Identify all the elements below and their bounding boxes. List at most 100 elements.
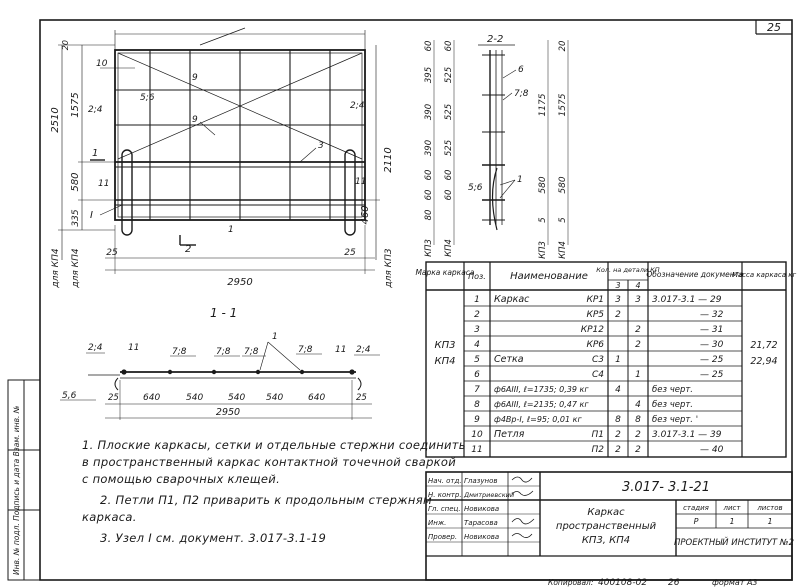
side-brand-0: КП3 bbox=[424, 239, 434, 257]
svg-text:КР12: КР12 bbox=[581, 325, 605, 335]
svg-text:4: 4 bbox=[635, 400, 641, 410]
stage-label: стадия bbox=[683, 504, 709, 512]
sec-dim-6: 25 bbox=[356, 393, 367, 403]
side-label-6: 6 bbox=[518, 65, 524, 75]
person-0: Глазунов bbox=[464, 477, 498, 485]
section-mark-1: 1 bbox=[92, 148, 98, 159]
side-dim-r5: 5 bbox=[558, 217, 568, 222]
front-label-11b: 11 bbox=[355, 177, 366, 187]
sec-label-7-8d: 7;8 bbox=[298, 345, 313, 355]
note-1: 1. Плоские каркасы, сетки и отдельные ст… bbox=[82, 438, 466, 452]
th-qty3: 3 bbox=[615, 281, 620, 290]
th-pos: Поз. bbox=[468, 272, 486, 281]
svg-text:С3: С3 bbox=[592, 355, 604, 365]
role-0: Нач. отд. bbox=[428, 477, 462, 485]
side-dim-m3: 525 bbox=[444, 140, 454, 156]
side-dim-r2: 580 bbox=[538, 176, 548, 193]
svg-text:ф4Вр-I, ℓ=95; 0,01 кг: ф4Вр-I, ℓ=95; 0,01 кг bbox=[494, 415, 582, 424]
role-3: Инж. bbox=[428, 519, 446, 527]
th-mass: Масса каркаса кг bbox=[732, 271, 797, 279]
side-view: 2-2 60 395 390 390 60 60 80 60 525 525 5… bbox=[424, 34, 569, 259]
sec-label-7-8b: 7;8 bbox=[216, 347, 231, 357]
front-label-3: 3 bbox=[318, 141, 324, 151]
table-row: 5 Сетка С3 1 — 25 bbox=[474, 354, 723, 365]
table-row: 3 КР12 2 — 31 bbox=[474, 325, 723, 335]
person-3: Тарасова bbox=[464, 519, 498, 527]
side-view-title: 2-2 bbox=[487, 34, 503, 45]
title-line-3: КП3, КП4 bbox=[582, 535, 630, 546]
side-brand-2: КП3 bbox=[538, 241, 548, 259]
note-1-end: с помощью сварочных клещей. bbox=[82, 472, 281, 486]
sheets-label: листов bbox=[756, 504, 782, 512]
title-line-2: пространственный bbox=[556, 521, 657, 532]
note-1-cont: в пространственный каркас контактной точ… bbox=[82, 455, 457, 469]
side-dim-m2: 525 bbox=[444, 104, 454, 120]
sec-dim-0: 25 bbox=[108, 393, 119, 403]
svg-text:Петля: Петля bbox=[494, 429, 525, 440]
side-dim-l0: 60 bbox=[424, 41, 434, 52]
table-row: 10 Петля П1 2 2 3.017-3.1 — 39 bbox=[471, 429, 722, 440]
dim-right-low: 460 bbox=[360, 205, 371, 224]
person-4: Новикова bbox=[464, 533, 499, 541]
svg-text:П1: П1 bbox=[592, 430, 605, 440]
table-row: 6 С4 1 — 25 bbox=[474, 370, 723, 380]
svg-text:8: 8 bbox=[615, 415, 621, 425]
svg-text:4: 4 bbox=[474, 340, 480, 350]
svg-text:2: 2 bbox=[615, 430, 621, 440]
sec-dim-3: 540 bbox=[228, 393, 245, 403]
signature-0 bbox=[511, 476, 533, 483]
front-label-10: 10 bbox=[96, 59, 108, 69]
sec-label-7-8c: 7;8 bbox=[244, 347, 259, 357]
front-label-node-I: I bbox=[90, 210, 93, 221]
sec-dim-4: 540 bbox=[266, 393, 283, 403]
side-dim-m0: 60 bbox=[444, 41, 454, 52]
front-label-9b: 9 bbox=[192, 115, 198, 125]
svg-text:ф6АIII, ℓ=2135; 0,47 кг: ф6АIII, ℓ=2135; 0,47 кг bbox=[494, 400, 589, 409]
svg-text:1: 1 bbox=[474, 295, 480, 305]
table-row: 4 КР6 2 — 30 bbox=[474, 340, 723, 350]
sec-label-11b: 11 bbox=[335, 345, 346, 355]
table-row: 1 Каркас КР1 3 3 3.017-3.1 — 29 bbox=[474, 294, 722, 305]
svg-text:2: 2 bbox=[635, 340, 641, 350]
sheet-label: лист bbox=[723, 504, 742, 512]
table-row: 8 ф6АIII, ℓ=2135; 0,47 кг 4 без черт. bbox=[474, 400, 693, 410]
role-2: Гл. спец. bbox=[428, 505, 461, 513]
svg-text:9: 9 bbox=[474, 415, 480, 425]
side-dim-r4: 5 bbox=[538, 217, 548, 222]
side-dim-l4: 60 bbox=[424, 170, 434, 181]
svg-text:3: 3 bbox=[635, 295, 641, 305]
side-label-7-8: 7;8 bbox=[514, 89, 529, 99]
sec-label-1: 1 bbox=[272, 332, 278, 342]
sec-dim-1: 640 bbox=[143, 393, 160, 403]
svg-text:7: 7 bbox=[474, 385, 480, 395]
svg-text:— 30: — 30 bbox=[700, 340, 724, 350]
doc-code: 3.017- 3.1-21 bbox=[622, 480, 710, 495]
section-title: 1 - 1 bbox=[210, 306, 237, 320]
svg-text:без черт.: без черт. bbox=[652, 385, 693, 395]
svg-text:С4: С4 bbox=[592, 370, 604, 380]
svg-text:3.017-3.1 — 39: 3.017-3.1 — 39 bbox=[652, 430, 722, 440]
svg-text:без черт. ': без черт. ' bbox=[652, 415, 698, 425]
side-brand-3: КП4 bbox=[558, 241, 568, 259]
sec-dim-2: 540 bbox=[186, 393, 203, 403]
sec-label-2-4-left: 2;4 bbox=[88, 343, 103, 353]
th-qty: Кол. на детали КП bbox=[596, 266, 660, 274]
th-brand: Марка каркаса bbox=[415, 268, 474, 277]
svg-text:— 31: — 31 bbox=[700, 325, 723, 335]
svg-text:ф6АIII, ℓ=1735; 0,39 кг: ф6АIII, ℓ=1735; 0,39 кг bbox=[494, 385, 589, 394]
front-label-1: 1 bbox=[228, 225, 234, 235]
org-name: ПРОЕКТНЫЙ ИНСТИТУТ №2 bbox=[674, 536, 794, 548]
side-stamp-text: Инв. № подл. Подпись и дата Взам. инв. № bbox=[12, 405, 21, 575]
person-1: Дмитриевский bbox=[463, 491, 514, 499]
svg-text:— 25: — 25 bbox=[700, 355, 724, 365]
th-doc: Обозначение документа bbox=[646, 270, 744, 279]
sec-label-11a: 11 bbox=[128, 343, 139, 353]
svg-text:6: 6 bbox=[474, 370, 480, 380]
side-dim-m1: 525 bbox=[444, 67, 454, 83]
side-dim-m4: 60 bbox=[444, 170, 454, 181]
side-label-1: 1 bbox=[517, 175, 523, 185]
svg-text:11: 11 bbox=[471, 445, 482, 455]
svg-text:2: 2 bbox=[615, 445, 621, 455]
side-dim-l5: 60 bbox=[424, 190, 434, 201]
